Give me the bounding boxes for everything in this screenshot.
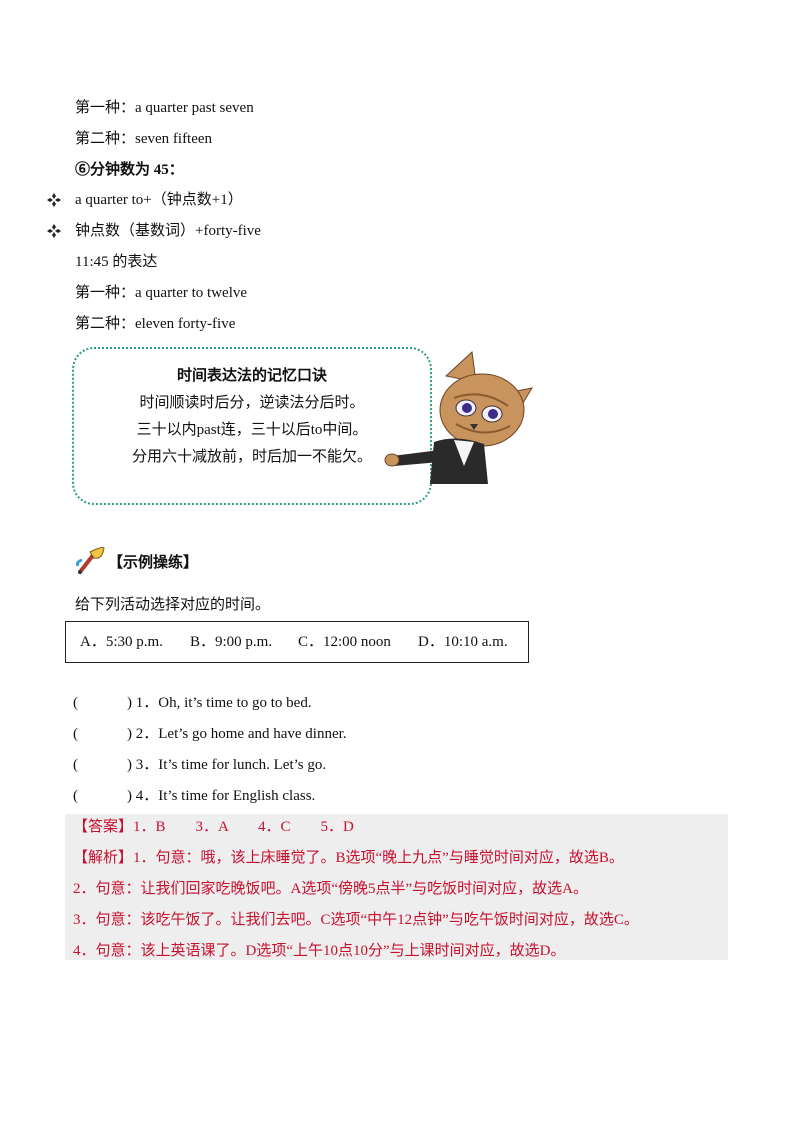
answer-blank-open[interactable]: ( <box>73 726 78 742</box>
diamond-bullet-icon <box>47 224 61 238</box>
bullet-quarter-to: a quarter to+（钟点数+1） <box>75 192 243 208</box>
option-b: B．9:00 p.m. <box>190 634 273 650</box>
options-box: A．5:30 p.m. B．9:00 p.m. C．12:00 noon D．1… <box>65 621 529 663</box>
instruction-text: 给下列活动选择对应的时间。 <box>75 597 271 613</box>
answer-panel <box>65 814 728 960</box>
quill-pen-icon <box>76 547 105 574</box>
memo-line-3: 分用六十减放前，时后加一不能欠。 <box>131 449 372 465</box>
memory-rhyme-box: 时间表达法的记忆口诀 时间顺读时后分，逆读法分后时。 三十以内past连，三十以… <box>72 347 432 505</box>
analysis-3: 3．句意：该吃午饭了。让我们去吧。C选项“中午12点钟”与吃午饭时间对应，故选C… <box>73 912 639 928</box>
bullet-forty-five: 钟点数（基数词）+forty-five <box>75 223 261 239</box>
question-3: ) 3．It’s time for lunch. Let’s go. <box>127 757 327 773</box>
answer-blank-open[interactable]: ( <box>73 788 78 804</box>
answer-blank-open[interactable]: ( <box>73 757 78 773</box>
way1-forty-five: 第一种：a quarter to twelve <box>75 285 248 301</box>
answer-blank-open[interactable]: ( <box>73 695 78 711</box>
example-label: 11:45 的表达 <box>75 254 158 270</box>
analysis-4: 4．句意：该上英语课了。D选项“上午10点10分”与上课时间对应，故选D。 <box>73 943 566 959</box>
option-d: D．10:10 a.m. <box>418 634 508 650</box>
memo-line-2: 三十以内past连，三十以后to中间。 <box>136 422 368 438</box>
section6-heading: ⑥分钟数为 45： <box>75 162 184 178</box>
way2-fifteen: 第二种：seven fifteen <box>75 131 213 147</box>
question-4: ) 4．It’s time for English class. <box>127 788 316 804</box>
example-section-title: 【示例操练】 <box>108 555 199 571</box>
analysis-1: 【解析】1．句意：哦，该上床睡觉了。B选项“晚上九点”与睡觉时间对应，故选B。 <box>73 850 624 866</box>
memo-title: 时间表达法的记忆口诀 <box>176 368 327 384</box>
analysis-2: 2．句意：让我们回家吃晚饭吧。A选项“傍晚5点半”与吃饭时间对应，故选A。 <box>73 881 588 897</box>
answer-line: 【答案】1．B 3．A 4．C 5．D <box>73 819 354 835</box>
way2-forty-five: 第二种：eleven forty-five <box>75 316 236 332</box>
option-c: C．12:00 noon <box>298 634 391 650</box>
question-2: ) 2．Let’s go home and have dinner. <box>127 726 347 742</box>
way1-fifteen: 第一种：a quarter past seven <box>75 100 254 116</box>
cat-mascot-illustration <box>384 350 534 484</box>
option-a: A．5:30 p.m. <box>80 634 163 650</box>
memo-line-1: 时间顺读时后分，逆读法分后时。 <box>139 395 365 411</box>
diamond-bullet-icon <box>47 193 61 207</box>
question-1: ) 1．Oh, it’s time to go to bed. <box>127 695 312 711</box>
